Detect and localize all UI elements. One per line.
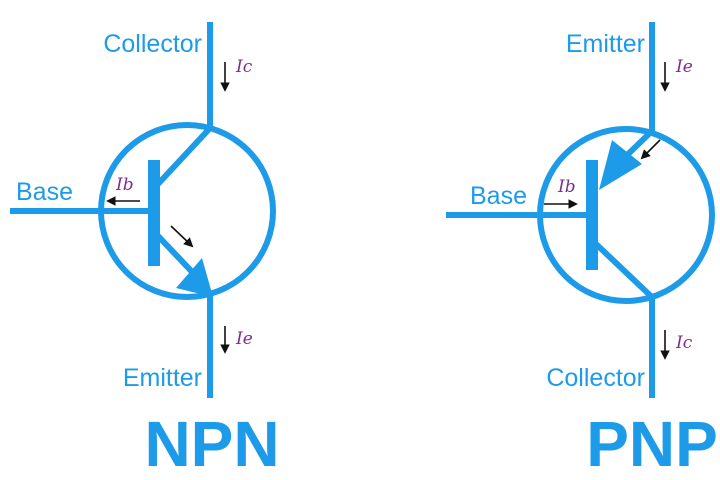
pnp-emitter-internal-arrow bbox=[640, 139, 661, 160]
pnp-emitter-arrowhead bbox=[599, 140, 642, 190]
npn-emitter-diagonal bbox=[155, 233, 199, 279]
npn-emitter-internal-arrow bbox=[170, 225, 194, 248]
pnp-base-label: Base bbox=[470, 182, 527, 210]
pnp-transistor-symbol bbox=[446, 22, 715, 398]
npn-collector-current-label: Ic bbox=[235, 57, 253, 77]
pnp-current-arrows bbox=[544, 62, 670, 360]
npn-transistor-symbol bbox=[10, 22, 276, 398]
npn-emitter-label: Emitter bbox=[123, 364, 202, 392]
npn-collector-label: Collector bbox=[103, 30, 202, 58]
npn-collector-diagonal bbox=[155, 123, 215, 187]
npn-emitter-current-label: Ie bbox=[235, 329, 253, 349]
pnp-collector-current-label: Ic bbox=[675, 333, 693, 353]
pnp-type-title: PNP bbox=[586, 408, 718, 480]
pnp-collector-label: Collector bbox=[546, 364, 645, 392]
pnp-collector-diagonal bbox=[593, 241, 657, 302]
pnp-emitter-current-label: Ie bbox=[675, 57, 693, 77]
npn-type-title: NPN bbox=[144, 408, 279, 480]
npn-emitter-arrowhead bbox=[176, 258, 213, 297]
pnp-emitter-label: Emitter bbox=[566, 30, 645, 58]
npn-current-arrows bbox=[106, 62, 230, 354]
npn-base-bar bbox=[148, 160, 160, 266]
npn-base-current-label: Ib bbox=[115, 175, 134, 195]
pnp-base-current-label: Ib bbox=[557, 177, 576, 197]
pnp-base-bar bbox=[586, 160, 598, 270]
npn-base-label: Base bbox=[16, 178, 73, 206]
